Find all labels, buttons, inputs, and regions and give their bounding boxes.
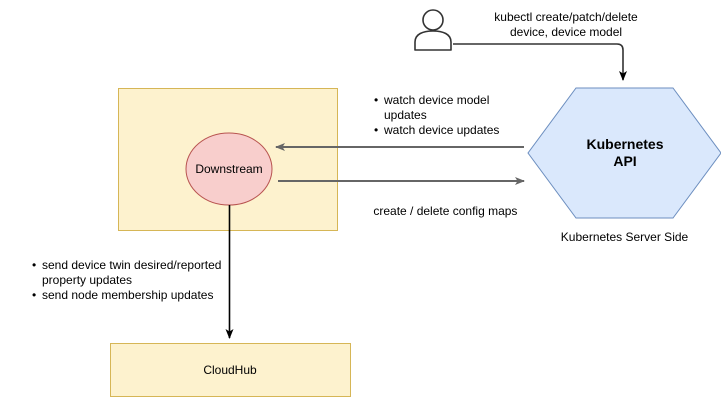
list-item: watch device updates bbox=[374, 123, 534, 138]
kubernetes-server-side-caption-text: Kubernetes Server Side bbox=[560, 229, 689, 244]
kubernetes-api-label-line1: Kubernetes bbox=[586, 136, 664, 152]
cloudhub-label-text: CloudHub bbox=[203, 362, 257, 377]
bullet-line-3: watch device updates bbox=[384, 123, 500, 137]
kubernetes-api-shape bbox=[527, 87, 721, 219]
edge-actor-to-api-label-line2: device, device model bbox=[509, 25, 623, 39]
edge-downstream-to-cloudhub-bullets: send device twin desired/reported • prop… bbox=[30, 258, 257, 303]
edge-downstream-to-api-label: create / delete config maps bbox=[360, 189, 560, 234]
bullet-line-2: property updates bbox=[42, 273, 133, 287]
list-item: send device twin desired/reported bbox=[32, 258, 257, 273]
downstream-label: Downstream bbox=[186, 161, 272, 177]
list-item: watch device model bbox=[374, 93, 534, 108]
kubernetes-api-label: Kubernetes API bbox=[556, 135, 694, 171]
bullet-line-2: updates bbox=[384, 108, 427, 122]
list-item-continuation: • updates bbox=[384, 108, 534, 123]
list-item: send node membership updates bbox=[32, 288, 257, 303]
edge-actor-to-api bbox=[453, 43, 627, 81]
edge-downstream-to-api-label-text: create / delete config maps bbox=[373, 204, 518, 218]
edge-actor-to-api-label-line1: kubectl create/patch/delete bbox=[494, 10, 638, 24]
bullet-line-3: send node membership updates bbox=[42, 288, 214, 302]
edge-actor-to-api-label: kubectl create/patch/delete device, devi… bbox=[461, 9, 671, 41]
bullet-line-1: watch device model bbox=[384, 93, 490, 107]
cloudhub-shape bbox=[110, 343, 351, 397]
downstream-label-text: Downstream bbox=[195, 161, 263, 176]
kubernetes-server-side-caption: Kubernetes Server Side bbox=[528, 229, 721, 245]
cloudhub-label: CloudHub bbox=[110, 362, 350, 378]
edge-api-to-downstream-bullets: watch device model • updates watch devic… bbox=[372, 93, 534, 138]
list-item-continuation: • property updates bbox=[42, 273, 257, 288]
actor-icon bbox=[414, 9, 452, 51]
kubernetes-api-label-line2: API bbox=[613, 153, 637, 169]
bullet-line-1: send device twin desired/reported bbox=[42, 258, 222, 272]
